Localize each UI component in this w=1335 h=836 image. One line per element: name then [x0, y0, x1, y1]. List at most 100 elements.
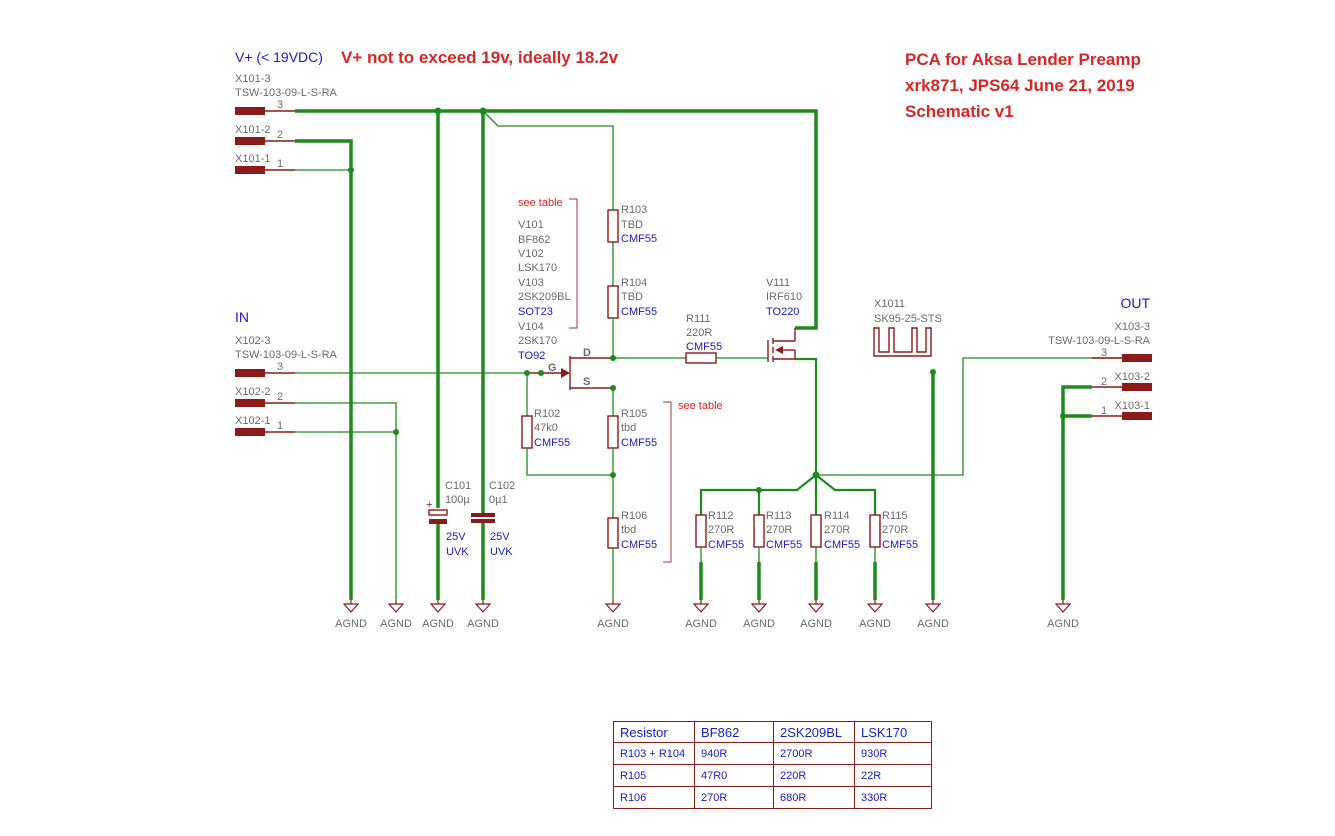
jfet-variant-1: BF862: [518, 234, 550, 246]
jfet-pin-d: D: [583, 347, 591, 359]
table-cell: 270R: [694, 786, 774, 809]
c101-value: 100µ: [445, 494, 470, 506]
x103-pad1: [1122, 412, 1152, 420]
r115-value: 270R: [882, 524, 908, 536]
x103-value: TSW-103-09-L-S-RA: [1048, 335, 1151, 347]
jfet-variant-0: V101: [518, 219, 544, 231]
x103-pin3-number: 3: [1101, 347, 1107, 359]
r114-package: CMF55: [824, 539, 860, 551]
table-row: R105 47R0 220R 22R: [613, 764, 932, 787]
r115-resistor-symbol: [869, 514, 881, 548]
table-cell: 940R: [694, 742, 774, 765]
x101-pin3-number: 3: [277, 99, 283, 111]
table-header: LSK170: [854, 721, 932, 743]
r106-name: R106: [621, 510, 647, 522]
c102-series: UVK: [490, 546, 513, 558]
x103-pin2-label: X103-2: [1115, 371, 1150, 383]
see-table-note-2: see table: [678, 400, 723, 412]
table-cell: 330R: [854, 786, 932, 809]
jfet-variant-3: LSK170: [518, 262, 557, 274]
in-label: IN: [235, 309, 249, 325]
c102-capacitor-symbol: [471, 513, 495, 523]
agnd-label: AGND: [1047, 618, 1079, 630]
r104-package: CMF55: [621, 306, 657, 318]
table-cell: 930R: [854, 742, 932, 765]
x101-pad3: [235, 107, 265, 115]
table-row: R103 + R104 940R 2700R 930R: [613, 742, 932, 765]
jfet-transistor-symbol: [527, 356, 613, 390]
x102-pin2-label: X102-2: [235, 386, 270, 398]
table-header: Resistor: [613, 721, 695, 743]
vplus-label: V+ (< 19VDC): [235, 49, 323, 65]
r112-resistor-symbol: [695, 514, 707, 548]
see-table-bracket-1: [569, 198, 578, 329]
v111-value: IRF610: [766, 291, 802, 303]
r112-value: 270R: [708, 524, 734, 536]
r102-package: CMF55: [534, 437, 570, 449]
jfet-v104-value: 2SK170: [518, 335, 557, 347]
x101-pin2-label: X101-2: [235, 124, 270, 136]
agnd-symbol: [807, 600, 825, 613]
r105-name: R105: [621, 408, 647, 420]
r102-name: R102: [534, 408, 560, 420]
agnd-symbol: [1054, 600, 1072, 613]
agnd-label: AGND: [597, 618, 629, 630]
r113-value: 270R: [766, 524, 792, 536]
agnd-symbol: [429, 600, 447, 613]
agnd-symbol: [866, 600, 884, 613]
agnd-symbol: [692, 600, 710, 613]
r112-package: CMF55: [708, 539, 744, 551]
r114-value: 270R: [824, 524, 850, 536]
r105-resistor-symbol: [607, 415, 619, 449]
x101-pad2: [235, 137, 265, 145]
c101-plus: +: [426, 499, 432, 511]
table-cell: R103 + R104: [613, 742, 695, 765]
x101-pin1-label: X101-1: [235, 153, 270, 165]
jfet-package-to92: TO92: [518, 350, 545, 362]
table-header: 2SK209BL: [773, 721, 855, 743]
x102-pad3: [235, 369, 265, 377]
agnd-symbol: [604, 600, 622, 613]
r114-resistor-symbol: [810, 514, 822, 548]
x102-pin3-number: 3: [277, 361, 283, 373]
r113-package: CMF55: [766, 539, 802, 551]
table-cell: 220R: [773, 764, 855, 787]
x103-pin1-number: 1: [1101, 405, 1107, 417]
jfet-pin-g: G: [548, 362, 557, 374]
c101-series: UVK: [446, 546, 469, 558]
x101-pin1-number: 1: [277, 158, 283, 170]
jfet-pin-s: S: [583, 376, 590, 388]
x103-pin2-number: 2: [1101, 376, 1107, 388]
x101-pin3-label: X101-3: [235, 73, 270, 85]
x102-pin1-number: 1: [277, 420, 283, 432]
r105-value: tbd: [621, 422, 636, 434]
v111-name: V111: [766, 277, 790, 289]
heatsink-value: SK95-25-STS: [874, 313, 942, 325]
r103-package: CMF55: [621, 233, 657, 245]
r115-package: CMF55: [882, 539, 918, 551]
x102-pad2: [235, 399, 265, 407]
table-header-row: Resistor BF862 2SK209BL LSK170: [613, 721, 932, 743]
agnd-symbol: [750, 600, 768, 613]
see-table-bracket-2: [663, 401, 672, 563]
agnd-label: AGND: [335, 618, 367, 630]
v111-package: TO220: [766, 306, 799, 318]
table-header: BF862: [694, 721, 774, 743]
r111-package: CMF55: [686, 341, 722, 353]
agnd-label: AGND: [800, 618, 832, 630]
x103-pad3: [1122, 354, 1152, 362]
r111-value: 220R: [686, 327, 712, 339]
c101-voltage: 25V: [446, 531, 466, 543]
x103-pin3-label: X103-3: [1115, 321, 1150, 333]
r103-name: R103: [621, 204, 647, 216]
r111-name: R111: [686, 313, 711, 325]
vplus-rail: [295, 109, 818, 330]
c101-name: C101: [445, 480, 471, 492]
see-table-note-1: see table: [518, 197, 563, 209]
agnd-label: AGND: [685, 618, 717, 630]
x103-pad2: [1122, 383, 1152, 391]
title-line1: PCA for Aksa Lender Preamp: [905, 50, 1141, 69]
mosfet-transistor-symbol: [767, 328, 796, 362]
x101-pad1: [235, 166, 265, 174]
